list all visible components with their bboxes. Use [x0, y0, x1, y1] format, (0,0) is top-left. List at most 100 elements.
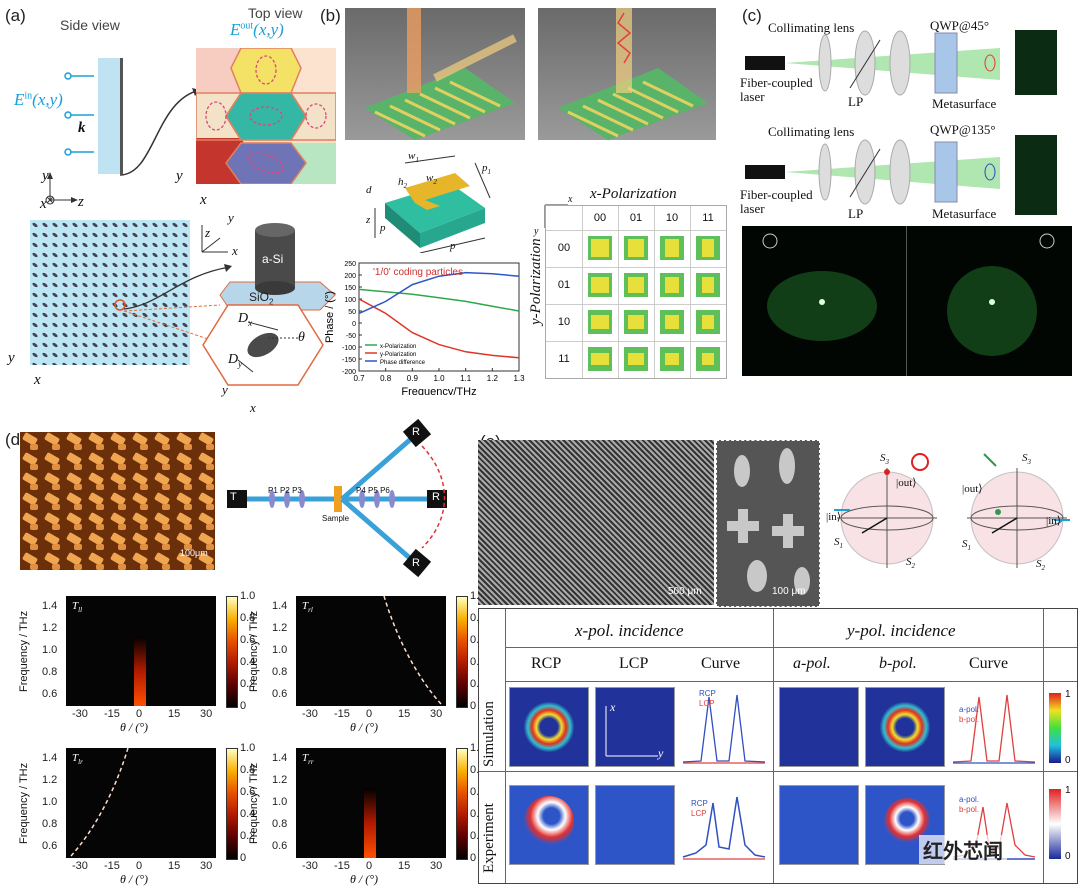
- row-code: 11: [558, 353, 570, 365]
- coding-particle-core: [702, 315, 714, 329]
- x-tick-label: -30: [72, 860, 88, 872]
- cbar-tick: 0.4: [240, 656, 256, 668]
- dim-w2: w2: [426, 172, 437, 187]
- legend-a-exp: a-pol.: [959, 795, 980, 804]
- axis-z-label: z: [78, 194, 84, 210]
- col-curve-x: Curve: [701, 655, 741, 672]
- coding-particle-core: [628, 353, 644, 365]
- p-right-labels: P4 P5 P6: [356, 486, 390, 495]
- x-tick-label: 0: [366, 708, 373, 720]
- coding-particle: [696, 310, 720, 334]
- top-view-label: Top view: [248, 5, 303, 21]
- exp-lcp-map: [595, 785, 675, 865]
- map-title: Tlr: [72, 752, 83, 767]
- y-tick-label: 0.6: [272, 840, 288, 852]
- map-title: Tll: [72, 600, 83, 615]
- coding-particle: [696, 236, 720, 260]
- panel-c-label: (c): [742, 6, 762, 25]
- sim-cbar-top: 1: [1065, 689, 1071, 700]
- x-axis-label: Frequency/THz: [401, 386, 476, 395]
- coding-particle: [660, 236, 684, 260]
- measurement-setup: [227, 418, 447, 578]
- coding-particle: [660, 347, 684, 371]
- cbar-tick: 0.6: [240, 786, 256, 798]
- dispersion-map: Trl: [296, 596, 446, 706]
- y-tick-label: 1.2: [42, 774, 58, 786]
- hologram-images: [742, 226, 1072, 376]
- coding-particle-core: [591, 239, 609, 257]
- metasurface-array: [30, 220, 190, 365]
- x-tick-label: 30: [430, 708, 443, 720]
- series-line: [358, 298, 520, 359]
- exp-a-pol-map: [779, 785, 859, 865]
- dim-p1: p1: [482, 162, 491, 177]
- x-tick-label: 1.0: [433, 374, 445, 383]
- x-tick-label: -30: [302, 860, 318, 872]
- dispersion-curve-svg: [70, 748, 129, 857]
- x-tick-label: 0.8: [380, 374, 392, 383]
- y-tick-label: -100: [342, 345, 356, 352]
- lp-label-1: LP: [848, 94, 864, 109]
- sphere1-s2: S2: [906, 556, 915, 571]
- exp-rcp-map: [509, 785, 589, 865]
- sim-a-pol-map: [779, 687, 859, 767]
- sample-micrograph: [20, 432, 215, 570]
- table-title: x-Polarization: [590, 186, 677, 202]
- legend-entry: x-Polarization: [380, 344, 416, 350]
- receiver-bottom-label: R: [412, 557, 420, 569]
- y-tick-label: 1.4: [42, 600, 58, 612]
- y-tick-label: -150: [342, 357, 356, 364]
- pillar-unit-cell: [201, 223, 336, 311]
- grid-line: [546, 230, 726, 231]
- legend-rcp-exp: RCP: [691, 799, 708, 808]
- collimating-lens-label-2: Collimating lens: [768, 124, 855, 139]
- side-view-slab: [98, 58, 123, 174]
- grid-line: [690, 206, 691, 378]
- coding-particle-core: [628, 239, 644, 257]
- hex-cross-section: [202, 304, 324, 386]
- grating-render-1: [345, 8, 525, 140]
- y-tick-label: 250: [344, 261, 356, 268]
- hotspot: [134, 636, 146, 706]
- chart-annotation: '1/0' coding particles: [373, 267, 463, 278]
- coding-particle-core: [665, 277, 679, 293]
- metasurface-label-2: Metasurface: [932, 206, 997, 221]
- collimating-lens-label-1: Collimating lens: [768, 20, 855, 35]
- coding-particle: [588, 236, 612, 260]
- axis-x-label: x: [40, 196, 47, 212]
- x-tick-label: 15: [168, 860, 181, 872]
- curved-arrow-a: [119, 88, 201, 176]
- coding-particle: [660, 310, 684, 334]
- cross-axis-x: x: [250, 400, 256, 415]
- coding-particle: [624, 347, 648, 371]
- legend-rcp-sim: RCP: [699, 689, 716, 698]
- y-tick-label: 1.0: [42, 644, 58, 656]
- dispersion-curve-svg: [383, 596, 442, 705]
- coding-particle-core: [702, 277, 714, 293]
- header-y-pol: y-pol. incidence: [847, 621, 956, 640]
- table-side-label: y-Polarization: [528, 238, 544, 325]
- cbar-tick: 0.4: [240, 808, 256, 820]
- cbar-tick: 0.2: [240, 678, 256, 690]
- map-colorbar: [226, 748, 238, 860]
- x-tick-label: 15: [398, 708, 411, 720]
- sphere1-s3: S3: [880, 452, 889, 467]
- y-tick-label: 1.4: [272, 752, 288, 764]
- dim-d: d: [366, 184, 372, 196]
- y-axis-label: Phase / (°): [325, 291, 336, 343]
- sphere2-in: |in⟩: [1046, 515, 1062, 527]
- y-tick-label: 1.2: [272, 774, 288, 786]
- table-axis-y: y: [534, 226, 539, 237]
- cbar-tick: 0.8: [240, 764, 256, 776]
- grid-line: [546, 267, 726, 268]
- dim-h2: h2: [398, 176, 407, 191]
- legend-b-exp: b-pol.: [959, 805, 980, 814]
- x-axis-label: θ / (°): [120, 872, 149, 886]
- exp-cbar-top: 1: [1065, 785, 1071, 796]
- zoom-connector: [123, 264, 232, 344]
- exp-colorbar: [1049, 789, 1061, 859]
- grid-line: [618, 206, 619, 378]
- asi-label: a-Si: [262, 252, 284, 266]
- sphere2-s2: S2: [1036, 558, 1045, 573]
- col-code: 10: [665, 212, 679, 224]
